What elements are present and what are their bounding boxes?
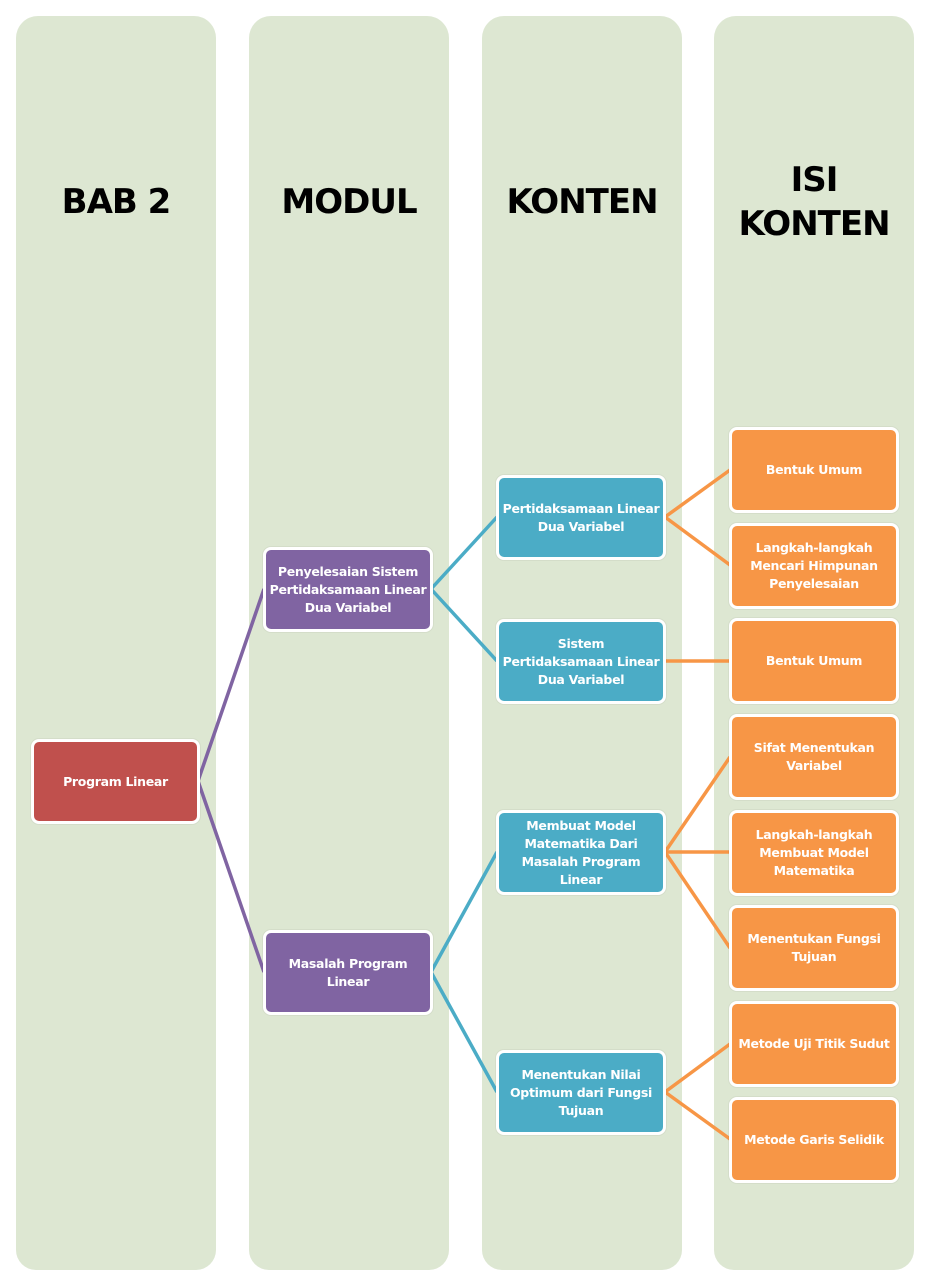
column-title-konten: KONTEN — [506, 182, 658, 222]
node-isi-garis-selidik[interactable]: Metode Garis Selidik — [729, 1097, 899, 1183]
node-isi-langkah-model[interactable]: Langkah-langkah Membuat Model Matematika — [729, 810, 899, 896]
node-konten-pertidaksamaan-linear[interactable]: Pertidaksamaan Linear Dua Variabel — [496, 475, 666, 560]
node-modul-masalah-program-linear[interactable]: Masalah Program Linear — [263, 930, 433, 1015]
node-konten-membuat-model[interactable]: Membuat Model Matematika Dari Masalah Pr… — [496, 810, 666, 895]
column-modul: MODUL — [249, 16, 449, 1270]
node-isi-langkah-himpunan[interactable]: Langkah-langkah Mencari Himpunan Penyele… — [729, 523, 899, 609]
node-isi-bentuk-umum-2[interactable]: Bentuk Umum — [729, 618, 899, 704]
node-isi-uji-titik-sudut[interactable]: Metode Uji Titik Sudut — [729, 1001, 899, 1087]
node-bab-program-linear[interactable]: Program Linear — [31, 739, 200, 824]
column-bab: BAB 2 — [16, 16, 216, 1270]
node-konten-sistem-pertidaksamaan[interactable]: Sistem Pertidaksamaan Linear Dua Variabe… — [496, 619, 666, 704]
node-modul-penyelesaian-sistem[interactable]: Penyelesaian Sistem Pertidaksamaan Linea… — [263, 547, 433, 632]
node-isi-fungsi-tujuan[interactable]: Menentukan Fungsi Tujuan — [729, 905, 899, 991]
node-isi-bentuk-umum-1[interactable]: Bentuk Umum — [729, 427, 899, 513]
node-konten-nilai-optimum[interactable]: Menentukan Nilai Optimum dari Fungsi Tuj… — [496, 1050, 666, 1135]
column-title-isi-line1: ISI — [790, 160, 839, 200]
column-title-bab: BAB 2 — [61, 182, 172, 222]
column-title-modul: MODUL — [281, 182, 417, 222]
column-title-isi-line2: KONTEN — [738, 204, 890, 244]
node-isi-sifat-variabel[interactable]: Sifat Menentukan Variabel — [729, 714, 899, 800]
